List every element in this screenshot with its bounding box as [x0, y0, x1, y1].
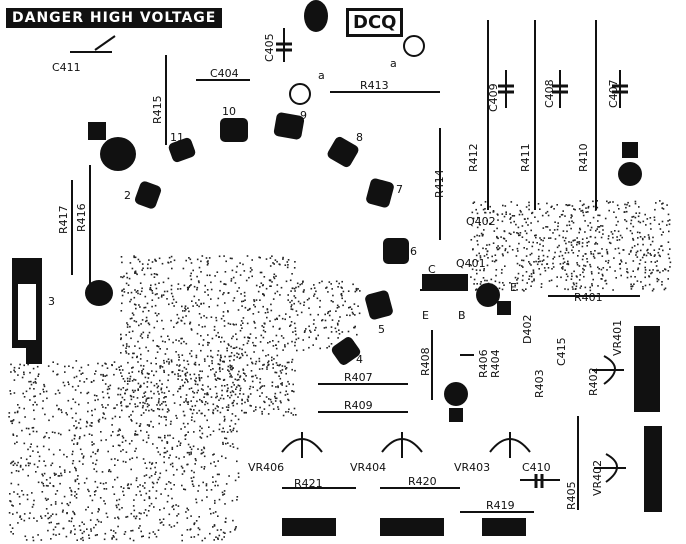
label-r405: R405 — [565, 481, 578, 510]
pin-a: a — [318, 69, 325, 82]
label-r421: R421 — [294, 477, 323, 490]
label-c409: C409 — [487, 83, 500, 112]
socket-num-4: 4 — [356, 353, 363, 366]
danger-banner: DANGER HIGH VOLTAGE — [6, 8, 223, 28]
label-r411: R411 — [519, 143, 532, 172]
label-r406: R406 — [477, 349, 490, 378]
socket-num-11: 11 — [170, 131, 184, 144]
label-r413: R413 — [360, 79, 389, 92]
traces — [70, 20, 640, 513]
socket-num-2: 2 — [124, 189, 131, 202]
pin-a2: a — [390, 57, 397, 70]
label-r408: R408 — [419, 347, 432, 376]
pin-e: E — [422, 309, 429, 322]
label-vr402: VR402 — [591, 459, 604, 496]
pin-b: B — [458, 309, 466, 322]
label-d402: D402 — [521, 314, 534, 344]
bottom-labels-bg — [282, 326, 662, 536]
label-r414: R414 — [433, 169, 446, 198]
label-r416: R416 — [75, 203, 88, 232]
label-q402: Q402 — [466, 215, 496, 228]
label-vr406: VR406 — [248, 461, 285, 474]
label-c410: C410 — [522, 461, 551, 474]
label-r420: R420 — [408, 475, 437, 488]
capacitor-plates — [276, 42, 628, 488]
label-r410: R410 — [577, 143, 590, 172]
socket-num-8: 8 — [356, 131, 363, 144]
pin-c: C — [428, 263, 436, 276]
label-vr403: VR403 — [454, 461, 491, 474]
label-vr401: VR401 — [611, 319, 624, 356]
label-r404: R404 — [489, 349, 502, 378]
label-c408: C408 — [543, 79, 556, 108]
label-c407: C407 — [607, 79, 620, 108]
socket-num-9: 9 — [300, 109, 307, 122]
label-c404: C404 — [210, 67, 239, 80]
label-r417: R417 — [57, 205, 70, 234]
label-c405: C405 — [263, 33, 276, 62]
label-c411: C411 — [52, 61, 81, 74]
test-points — [289, 35, 425, 105]
label-r401: R401 — [574, 291, 603, 304]
label-r403: R403 — [533, 369, 546, 398]
socket-num-10: 10 — [222, 105, 236, 118]
label-r402: R402 — [587, 367, 600, 396]
label-r412: R412 — [467, 143, 480, 172]
socket-num-3: 3 — [48, 295, 55, 308]
socket-num-6: 6 — [410, 245, 417, 258]
label-r415: R415 — [151, 95, 164, 124]
connector-body — [12, 258, 42, 348]
ground-plane-texture — [8, 200, 672, 542]
label-r407: R407 — [344, 371, 373, 384]
label-q401: Q401 — [456, 257, 486, 270]
trimmer-symbols — [281, 355, 626, 483]
socket-num-5: 5 — [378, 323, 385, 336]
tube-socket-pads — [26, 0, 642, 422]
socket-num-7: 7 — [396, 183, 403, 196]
pin-e2: E — [510, 281, 517, 294]
label-c415: C415 — [555, 337, 568, 366]
label-r419: R419 — [486, 499, 515, 512]
label-vr404: VR404 — [350, 461, 387, 474]
dcq-logo: DCQ — [346, 8, 404, 37]
label-r409: R409 — [344, 399, 373, 412]
